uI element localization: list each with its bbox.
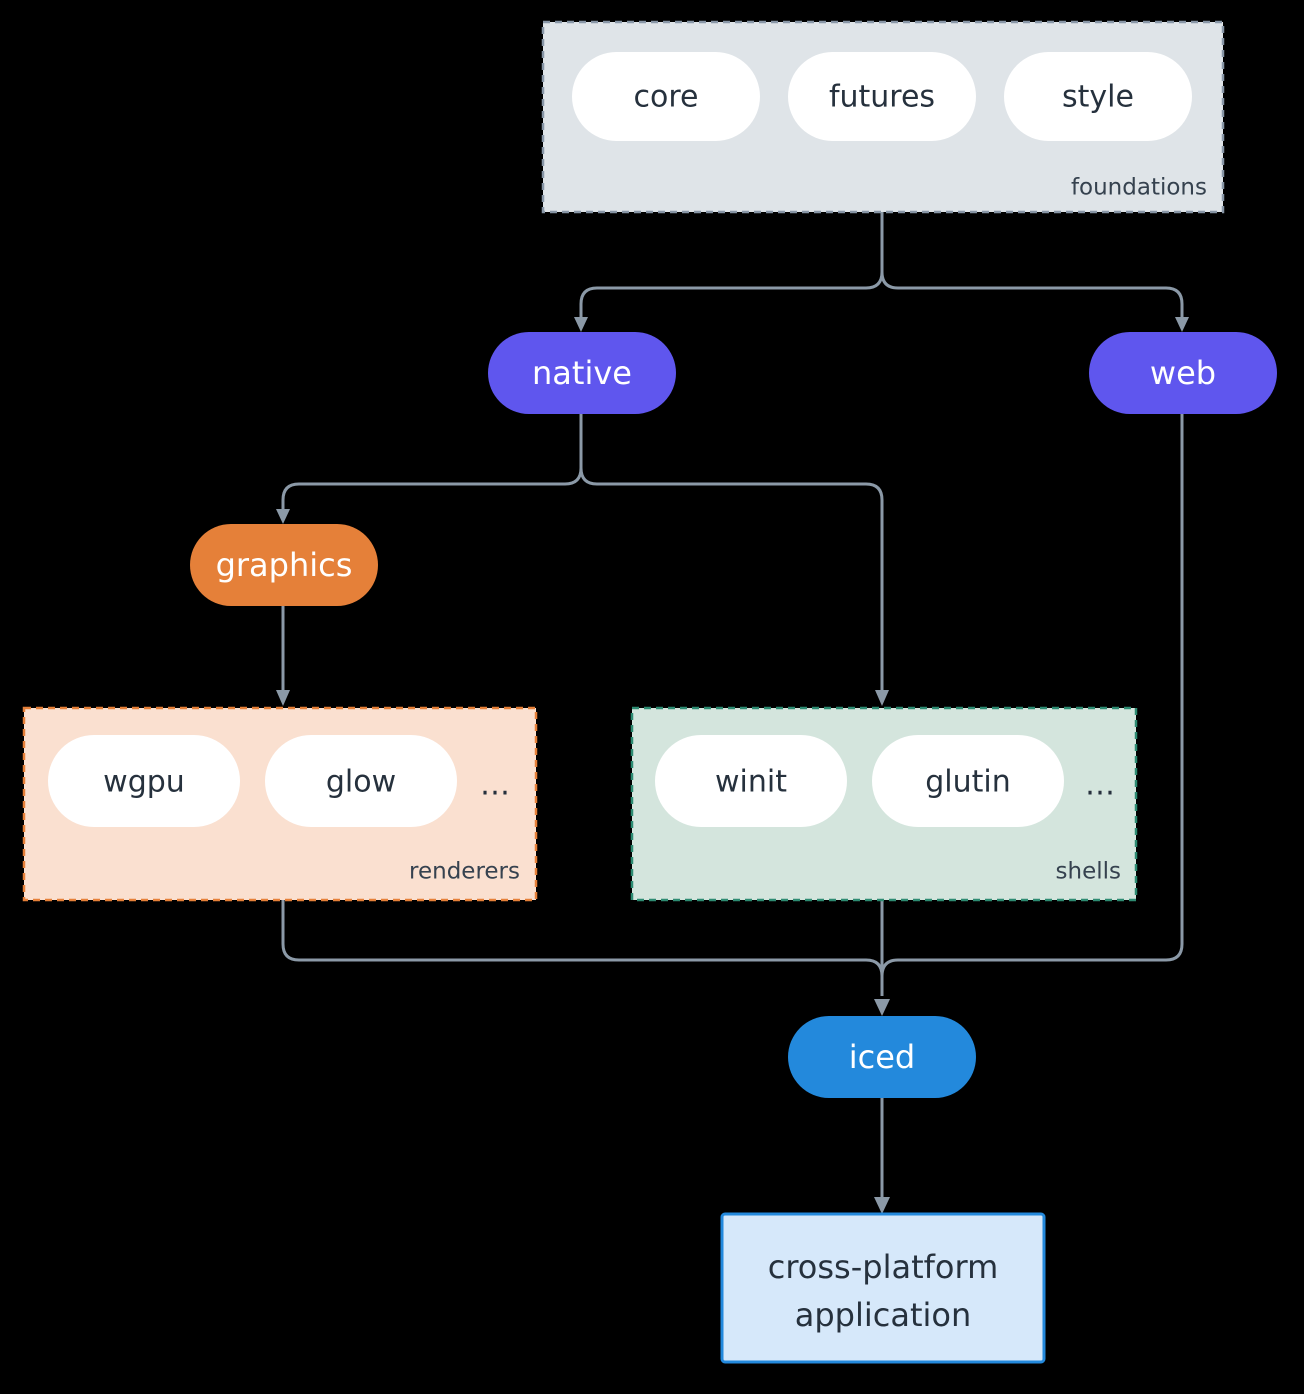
node-application-label-line2: application	[795, 1296, 972, 1334]
node-native-label: native	[532, 354, 632, 392]
arrowhead-native	[574, 317, 588, 332]
pill-glow[interactable]: glow	[265, 735, 457, 827]
edge-native-graphics	[281, 467, 583, 512]
pill-core-label: core	[634, 80, 699, 115]
pill-glutin-shape	[872, 735, 1064, 827]
node-web-label: web	[1150, 354, 1216, 392]
pill-core[interactable]: core	[572, 52, 760, 141]
node-iced-shape	[788, 1016, 976, 1098]
node-iced[interactable]: iced	[788, 1016, 976, 1098]
pill-futures[interactable]: futures	[788, 52, 976, 141]
pill-futures-shape	[788, 52, 976, 141]
node-graphics-label: graphics	[216, 546, 353, 584]
cluster-foundations-label: foundations	[1071, 175, 1207, 201]
pill-style-shape	[1004, 52, 1192, 141]
edge-layer	[276, 212, 1189, 1214]
edge-native-split	[579, 414, 884, 690]
pill-core-shape	[572, 52, 760, 141]
edge-foundations-split	[880, 212, 1184, 318]
arrowhead-renderers	[276, 690, 290, 706]
pill-wgpu[interactable]: wgpu	[48, 735, 240, 827]
shells-ellipsis: …	[1085, 768, 1115, 803]
node-web-shape	[1089, 332, 1277, 414]
arrowhead-application	[874, 1197, 890, 1214]
pill-winit-shape	[655, 735, 847, 827]
pill-style[interactable]: style	[1004, 52, 1192, 141]
pill-wgpu-label: wgpu	[103, 765, 185, 800]
node-native-shape	[488, 332, 676, 414]
node-cross-platform-application[interactable]: cross-platform application	[720, 1212, 1046, 1364]
node-graphics-shape	[190, 524, 378, 606]
node-iced-label: iced	[849, 1038, 915, 1076]
arrowhead-shells	[875, 690, 889, 706]
cluster-foundations: core futures style foundations	[541, 20, 1225, 214]
node-application-shape	[720, 1212, 1046, 1364]
arrowhead-graphics	[276, 509, 290, 524]
pill-style-label: style	[1062, 80, 1134, 115]
node-graphics[interactable]: graphics	[190, 524, 378, 606]
pill-glutin-label: glutin	[925, 765, 1011, 800]
cluster-renderers: wgpu glow … renderers	[22, 706, 538, 902]
node-native[interactable]: native	[488, 332, 676, 414]
node-application-label-line1: cross-platform	[768, 1248, 998, 1286]
pill-glow-shape	[265, 735, 457, 827]
arrowhead-web	[1175, 317, 1189, 332]
pill-winit-label: winit	[715, 765, 787, 800]
pill-glutin[interactable]: glutin	[872, 735, 1064, 827]
cluster-shells-label: shells	[1056, 859, 1121, 885]
node-web[interactable]: web	[1089, 332, 1277, 414]
renderers-ellipsis: …	[480, 768, 510, 803]
edge-web-iced	[880, 414, 1184, 996]
pill-futures-label: futures	[829, 80, 935, 115]
arrowhead-iced	[874, 999, 890, 1016]
edge-foundations-native	[579, 271, 884, 318]
pill-wgpu-shape	[48, 735, 240, 827]
pill-winit[interactable]: winit	[655, 735, 847, 827]
cluster-renderers-label: renderers	[409, 859, 520, 885]
edge-renderers-iced	[281, 900, 884, 996]
pill-glow-label: glow	[326, 765, 396, 800]
cluster-shells: winit glutin … shells	[630, 706, 1138, 902]
